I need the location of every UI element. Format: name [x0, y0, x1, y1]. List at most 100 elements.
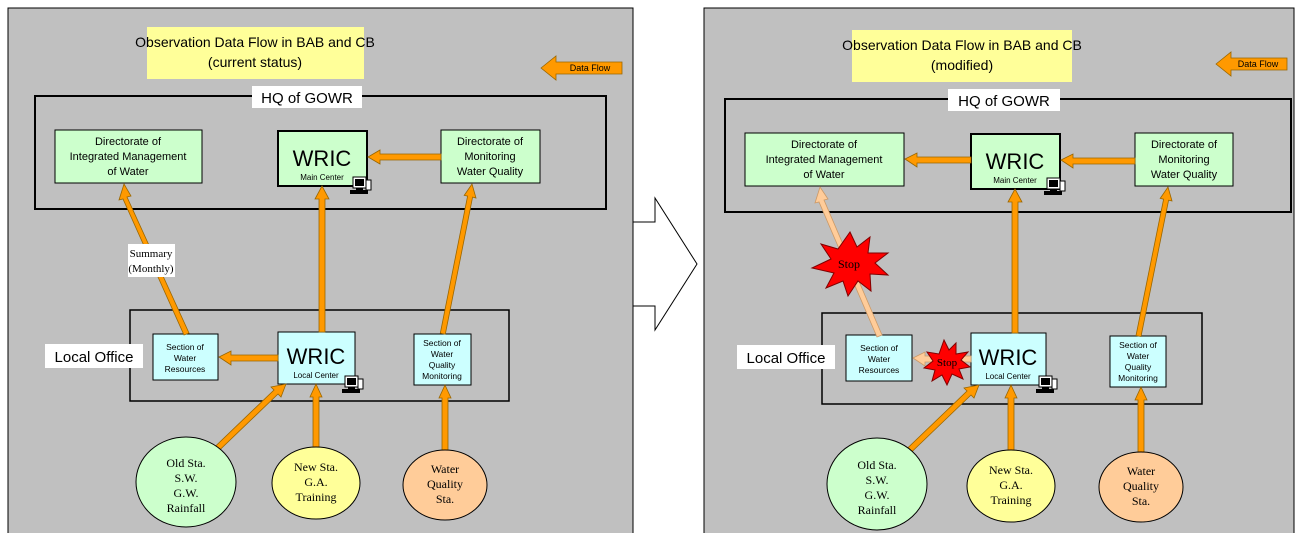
computer-icon [1035, 375, 1058, 394]
wq-line1: Water [1127, 464, 1155, 478]
stop-icon [922, 338, 972, 387]
wric-main-center [970, 133, 1061, 190]
flow-arrow [367, 149, 442, 165]
hq-label: HQ of GOWR [261, 90, 353, 107]
section-water-quality-monitoring [413, 333, 472, 386]
hq-label-box [948, 89, 1060, 111]
dim-line3: of Water [803, 169, 844, 181]
wric-local-title: WRIC [287, 344, 346, 369]
flow-arrow [904, 152, 972, 168]
dmwq-line1: Directorate of [1151, 139, 1218, 151]
wq-line2: Quality [1123, 479, 1159, 493]
flow-arrow [439, 183, 477, 335]
diagram-title-box [147, 27, 364, 79]
flow-arrow [1007, 188, 1023, 334]
dim-line1: Directorate of [95, 136, 162, 148]
old-line3: G.W. [174, 486, 199, 500]
dim-line1: Directorate of [791, 139, 858, 151]
station-old [135, 436, 237, 528]
local-office-label-box [737, 345, 835, 369]
legend-label: Data Flow [570, 63, 611, 73]
legend-arrow-icon [540, 55, 623, 81]
wric-main-center [277, 130, 368, 187]
legend-data-flow: Data Flow [540, 55, 623, 81]
computer-icon [341, 375, 364, 394]
wric-local-title: WRIC [979, 345, 1038, 370]
station-new [966, 449, 1056, 523]
legend-data-flow: Data Flow [1215, 51, 1288, 77]
wric-main-title: WRIC [293, 146, 352, 171]
swqm-line2: Water [431, 349, 454, 359]
wric-local-sub: Local Center [293, 371, 339, 380]
swr-line3: Resources [859, 365, 900, 375]
diagram-title: Observation Data Flow in BAB and CB [842, 37, 1082, 53]
new-line2: G.A. [999, 478, 1022, 492]
swqm-line3: Quality [429, 360, 456, 370]
swr-line2: Water [174, 353, 197, 363]
summary-period: (Monthly) [128, 263, 174, 275]
new-line2: G.A. [304, 475, 327, 489]
local-office-label: Local Office [747, 350, 826, 367]
wq-line1: Water [431, 462, 459, 476]
old-line2: S.W. [175, 471, 198, 485]
section-water-resources [152, 333, 219, 381]
dmwq-line1: Directorate of [457, 136, 524, 148]
dim-line3: of Water [107, 166, 148, 178]
diagram-title: Observation Data Flow in BAB and CB [135, 34, 375, 50]
computer-icon [349, 176, 372, 195]
diagram-title-box [852, 30, 1072, 82]
station-new [271, 446, 361, 520]
flow-arrow [314, 185, 330, 333]
dmwq-line2: Monitoring [1158, 154, 1209, 166]
directorate-integrated-management [54, 129, 203, 184]
new-line3: Training [991, 493, 1032, 507]
hq-label-box [252, 86, 362, 108]
swr-line3: Resources [165, 364, 206, 374]
computer-icon [1043, 177, 1066, 196]
old-line1: Old Sta. [857, 458, 896, 472]
wric-main-sub: Main Center [993, 176, 1037, 185]
flow-arrow [1060, 153, 1136, 169]
wq-line3: Sta. [1132, 494, 1150, 508]
diagram-subtitle: (modified) [931, 57, 993, 73]
stop-burst-2: Stop [922, 338, 972, 387]
stop-label: Stop [838, 257, 860, 271]
dim-line2: Integrated Management [766, 154, 883, 166]
section-water-resources [845, 334, 913, 382]
wq-line3: Sta. [436, 492, 454, 506]
swqm-line1: Section of [1119, 340, 1157, 350]
legend-arrow-icon [1215, 51, 1288, 77]
stop-burst-1: Stop [810, 231, 890, 298]
summary-label: Summary [130, 248, 173, 260]
wq-line2: Quality [427, 477, 463, 491]
flow-arrow [1135, 186, 1173, 337]
station-water-quality [402, 449, 488, 521]
swqm-line4: Monitoring [1118, 373, 1158, 383]
old-line4: Rainfall [858, 503, 897, 517]
dmwq-line3: Water Quality [457, 166, 524, 178]
wric-local-center [970, 332, 1047, 386]
old-line3: G.W. [865, 488, 890, 502]
local-office-label: Local Office [55, 349, 134, 366]
station-old [826, 437, 928, 531]
flow-arrow [218, 350, 279, 366]
swr-line1: Section of [860, 343, 898, 353]
summary-label-box [128, 244, 175, 277]
swqm-line3: Quality [1125, 362, 1152, 372]
wric-main-title: WRIC [986, 149, 1045, 174]
old-line2: S.W. [866, 473, 889, 487]
panel-current-status: Observation Data Flow in BAB and CB (cur… [7, 7, 634, 533]
wric-main-sub: Main Center [300, 173, 344, 182]
directorate-monitoring-water-quality [440, 129, 541, 184]
old-line4: Rainfall [167, 501, 206, 515]
swqm-line4: Monitoring [422, 371, 462, 381]
legend-label: Data Flow [1238, 59, 1279, 69]
transition-arrow-icon [632, 196, 698, 332]
panel-modified: Observation Data Flow in BAB and CB (mod… [703, 7, 1295, 533]
dmwq-line2: Monitoring [464, 151, 515, 163]
stop-label: Stop [937, 357, 958, 369]
swr-line2: Water [868, 354, 891, 364]
station-water-quality [1098, 451, 1184, 523]
flow-arrows [891, 152, 1173, 468]
